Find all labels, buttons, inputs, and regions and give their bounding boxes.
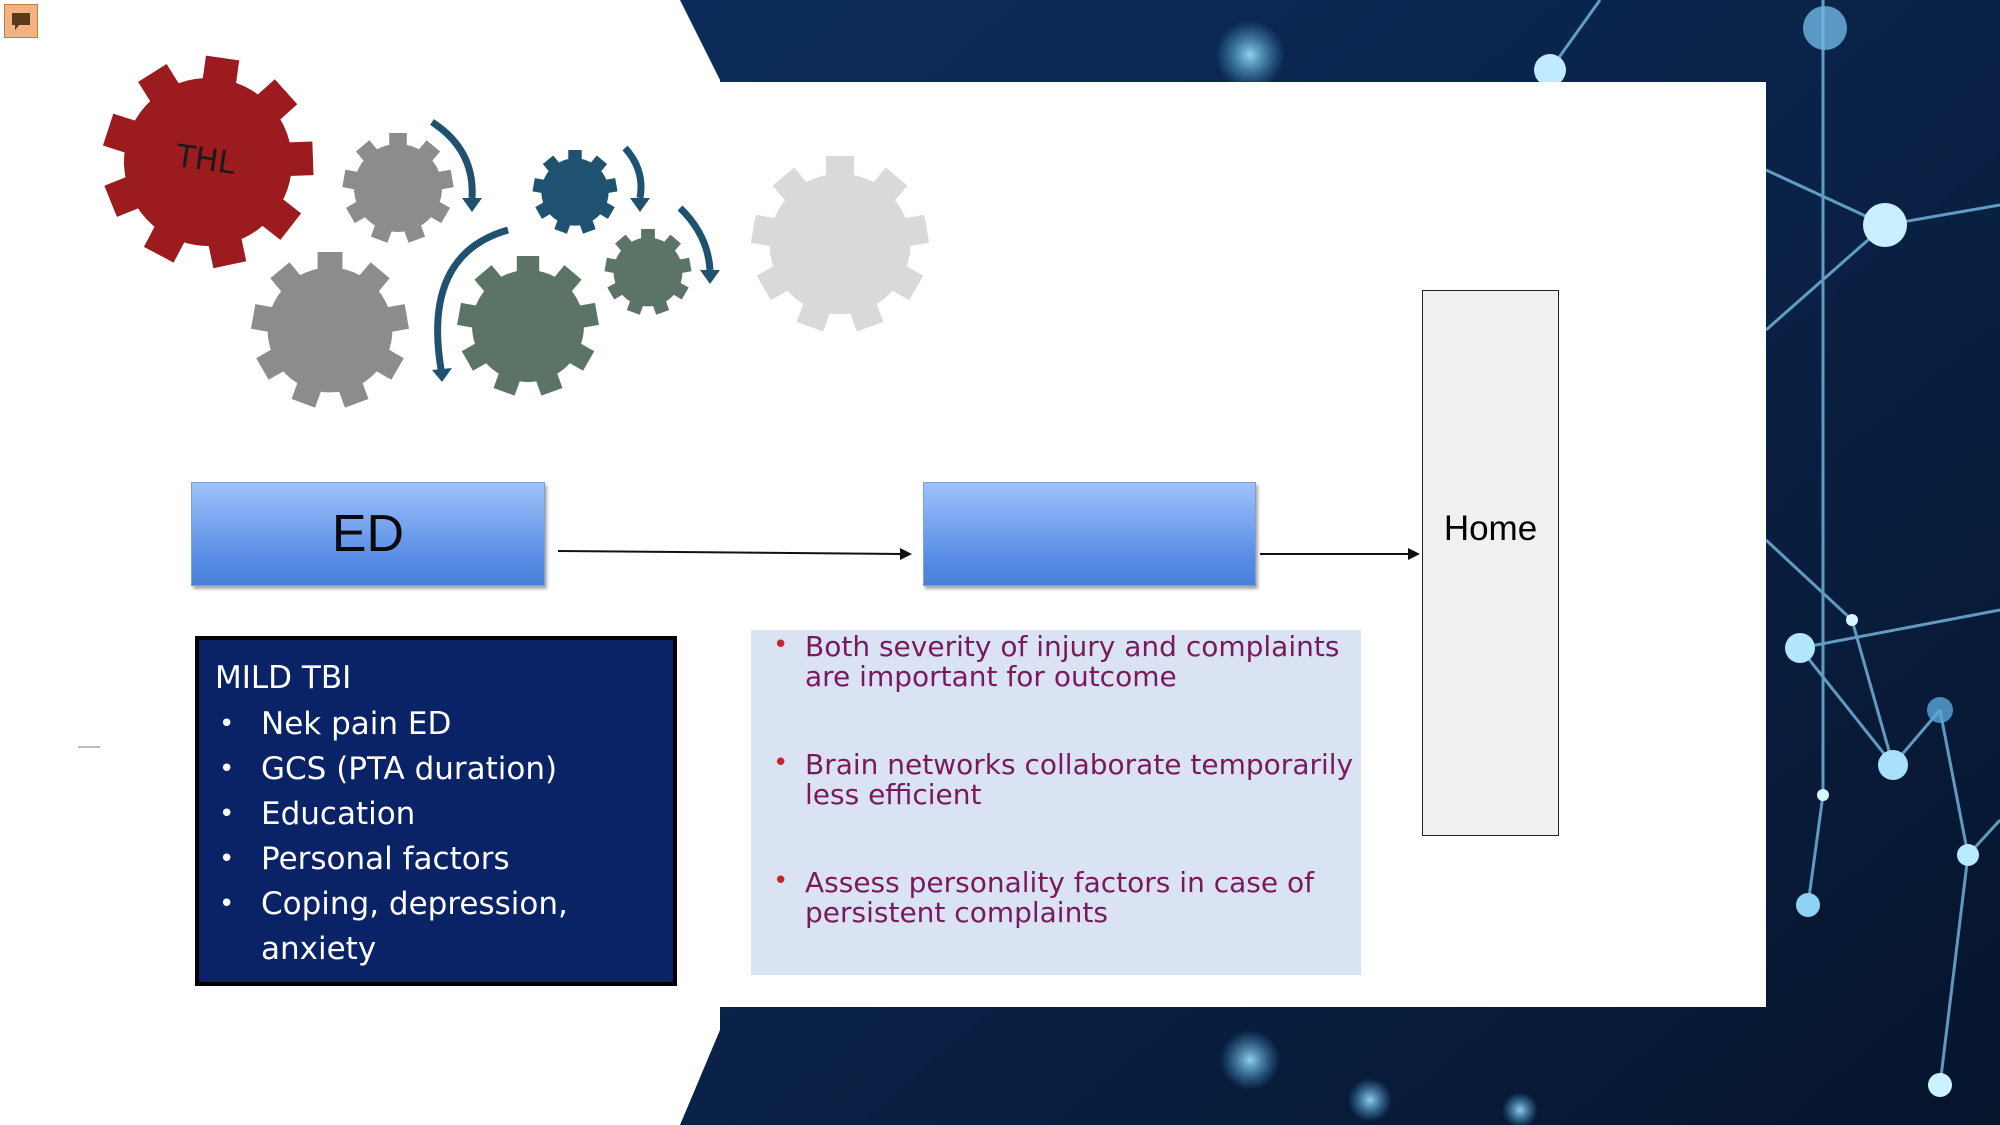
finding-text: Assess personality factors in case of pe… [805, 866, 1314, 929]
finding-item: •Brain networks collaborate temporarily … [773, 748, 1354, 811]
divider [78, 746, 100, 748]
list-item: •Nek pain ED [219, 706, 452, 742]
intermediate-box [923, 482, 1256, 586]
mild-tbi-title: MILD TBI [215, 660, 352, 696]
gear-light [750, 156, 930, 332]
comment-icon[interactable] [4, 4, 38, 38]
finding-text: Both severity of injury and complaints a… [805, 630, 1340, 693]
list-item: •Coping, depression, anxiety [219, 886, 568, 967]
ed-label: ED [331, 505, 405, 563]
gear-gray-large [251, 252, 409, 408]
home-box: Home [1422, 290, 1559, 836]
gears-illustration [88, 43, 930, 408]
list-item-text: Personal factors [261, 841, 510, 877]
findings-box: •Both severity of injury and complaints … [751, 630, 1361, 975]
findings-list: •Both severity of injury and complaints … [773, 630, 1361, 929]
list-item-text: Education [261, 796, 416, 832]
finding-text: Brain networks collaborate temporarily l… [805, 748, 1354, 811]
mild-tbi-box: MILD TBI •Nek pain ED •GCS (PTA duration… [195, 636, 677, 986]
list-item: •Personal factors [219, 841, 510, 877]
list-item-text: GCS (PTA duration) [261, 751, 558, 787]
ed-box: ED [191, 482, 545, 586]
gear-green-small [604, 229, 692, 315]
gear-blue [532, 150, 618, 234]
home-label: Home [1443, 509, 1538, 548]
gear-gray-small [342, 133, 454, 243]
list-item-text: Nek pain ED [261, 706, 452, 742]
list-item-text: Coping, depression, anxiety [261, 886, 568, 967]
gear-green-large [457, 256, 599, 396]
list-item: •GCS (PTA duration) [219, 751, 558, 787]
list-item: •Education [219, 796, 416, 832]
finding-item: •Both severity of injury and complaints … [773, 630, 1340, 693]
mild-tbi-list: •Nek pain ED •GCS (PTA duration) •Educat… [215, 702, 659, 972]
finding-item: •Assess personality factors in case of p… [773, 866, 1314, 929]
